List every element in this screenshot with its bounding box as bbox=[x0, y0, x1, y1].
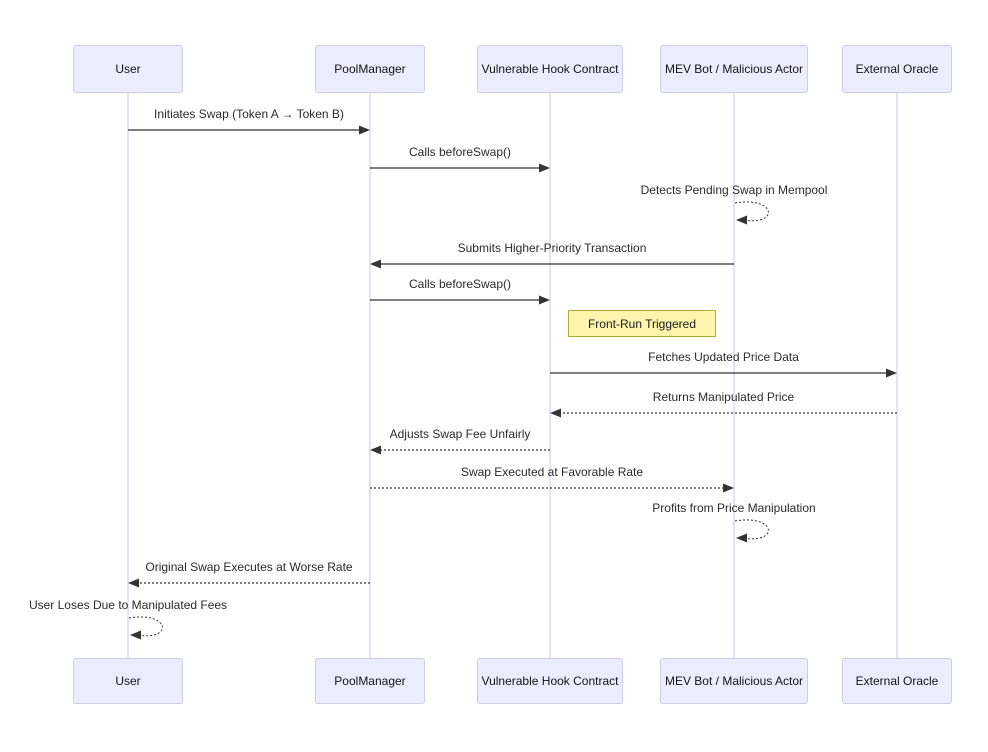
participant-label: External Oracle bbox=[855, 62, 939, 76]
message-label: Initiates Swap (Token A → Token B) bbox=[154, 107, 344, 121]
message-label: Swap Executed at Favorable Rate bbox=[460, 465, 644, 479]
message-label: User Loses Due to Manipulated Fees bbox=[28, 598, 228, 612]
self-loop-line bbox=[128, 616, 163, 637]
self-loop-line bbox=[734, 519, 769, 540]
participant-label: PoolManager bbox=[334, 674, 406, 688]
participant-user-top: User bbox=[73, 45, 183, 93]
participant-label: PoolManager bbox=[334, 62, 406, 76]
message-label: Detects Pending Swap in Mempool bbox=[640, 183, 828, 197]
arrowhead bbox=[539, 295, 550, 305]
arrowhead bbox=[723, 483, 734, 493]
arrowhead bbox=[886, 368, 897, 378]
participant-external-oracle-top: External Oracle bbox=[842, 45, 952, 93]
message-label: Calls beforeSwap() bbox=[408, 277, 512, 291]
message-label: Returns Manipulated Price bbox=[652, 390, 795, 404]
arrowhead bbox=[370, 445, 381, 455]
participant-label: MEV Bot / Malicious Actor bbox=[664, 674, 804, 688]
arrowhead bbox=[550, 408, 561, 418]
participant-vulnerable-hook-contract-top: Vulnerable Hook Contract bbox=[477, 45, 623, 93]
message-label: Fetches Updated Price Data bbox=[648, 350, 799, 364]
note-front-run-triggered: Front-Run Triggered bbox=[568, 310, 716, 337]
participant-mev-bot-malicious-actor-bottom: MEV Bot / Malicious Actor bbox=[660, 658, 808, 704]
message-label: Original Swap Executes at Worse Rate bbox=[145, 560, 353, 574]
participant-poolmanager-bottom: PoolManager bbox=[315, 658, 425, 704]
arrowhead bbox=[128, 578, 139, 588]
arrowhead bbox=[736, 533, 747, 543]
participant-label: MEV Bot / Malicious Actor bbox=[664, 62, 804, 76]
participant-mev-bot-malicious-actor-top: MEV Bot / Malicious Actor bbox=[660, 45, 808, 93]
participant-user-bottom: User bbox=[73, 658, 183, 704]
arrowhead bbox=[130, 630, 141, 640]
participant-label: Vulnerable Hook Contract bbox=[481, 674, 619, 688]
message-label: Adjusts Swap Fee Unfairly bbox=[389, 427, 531, 441]
participant-label: User bbox=[115, 62, 141, 76]
participant-poolmanager-top: PoolManager bbox=[315, 45, 425, 93]
participant-label: External Oracle bbox=[855, 674, 939, 688]
note-label: Front-Run Triggered bbox=[587, 316, 697, 331]
arrowhead bbox=[539, 163, 550, 173]
arrowhead bbox=[370, 259, 381, 269]
participant-label: Vulnerable Hook Contract bbox=[481, 62, 619, 76]
participant-label: User bbox=[115, 674, 141, 688]
participant-vulnerable-hook-contract-bottom: Vulnerable Hook Contract bbox=[477, 658, 623, 704]
message-label: Profits from Price Manipulation bbox=[652, 501, 816, 515]
arrowhead bbox=[359, 125, 370, 135]
arrowhead bbox=[736, 215, 747, 225]
message-label: Calls beforeSwap() bbox=[408, 145, 512, 159]
self-loop-line bbox=[734, 201, 769, 222]
participant-external-oracle-bottom: External Oracle bbox=[842, 658, 952, 704]
message-label: Submits Higher-Priority Transaction bbox=[457, 241, 647, 255]
